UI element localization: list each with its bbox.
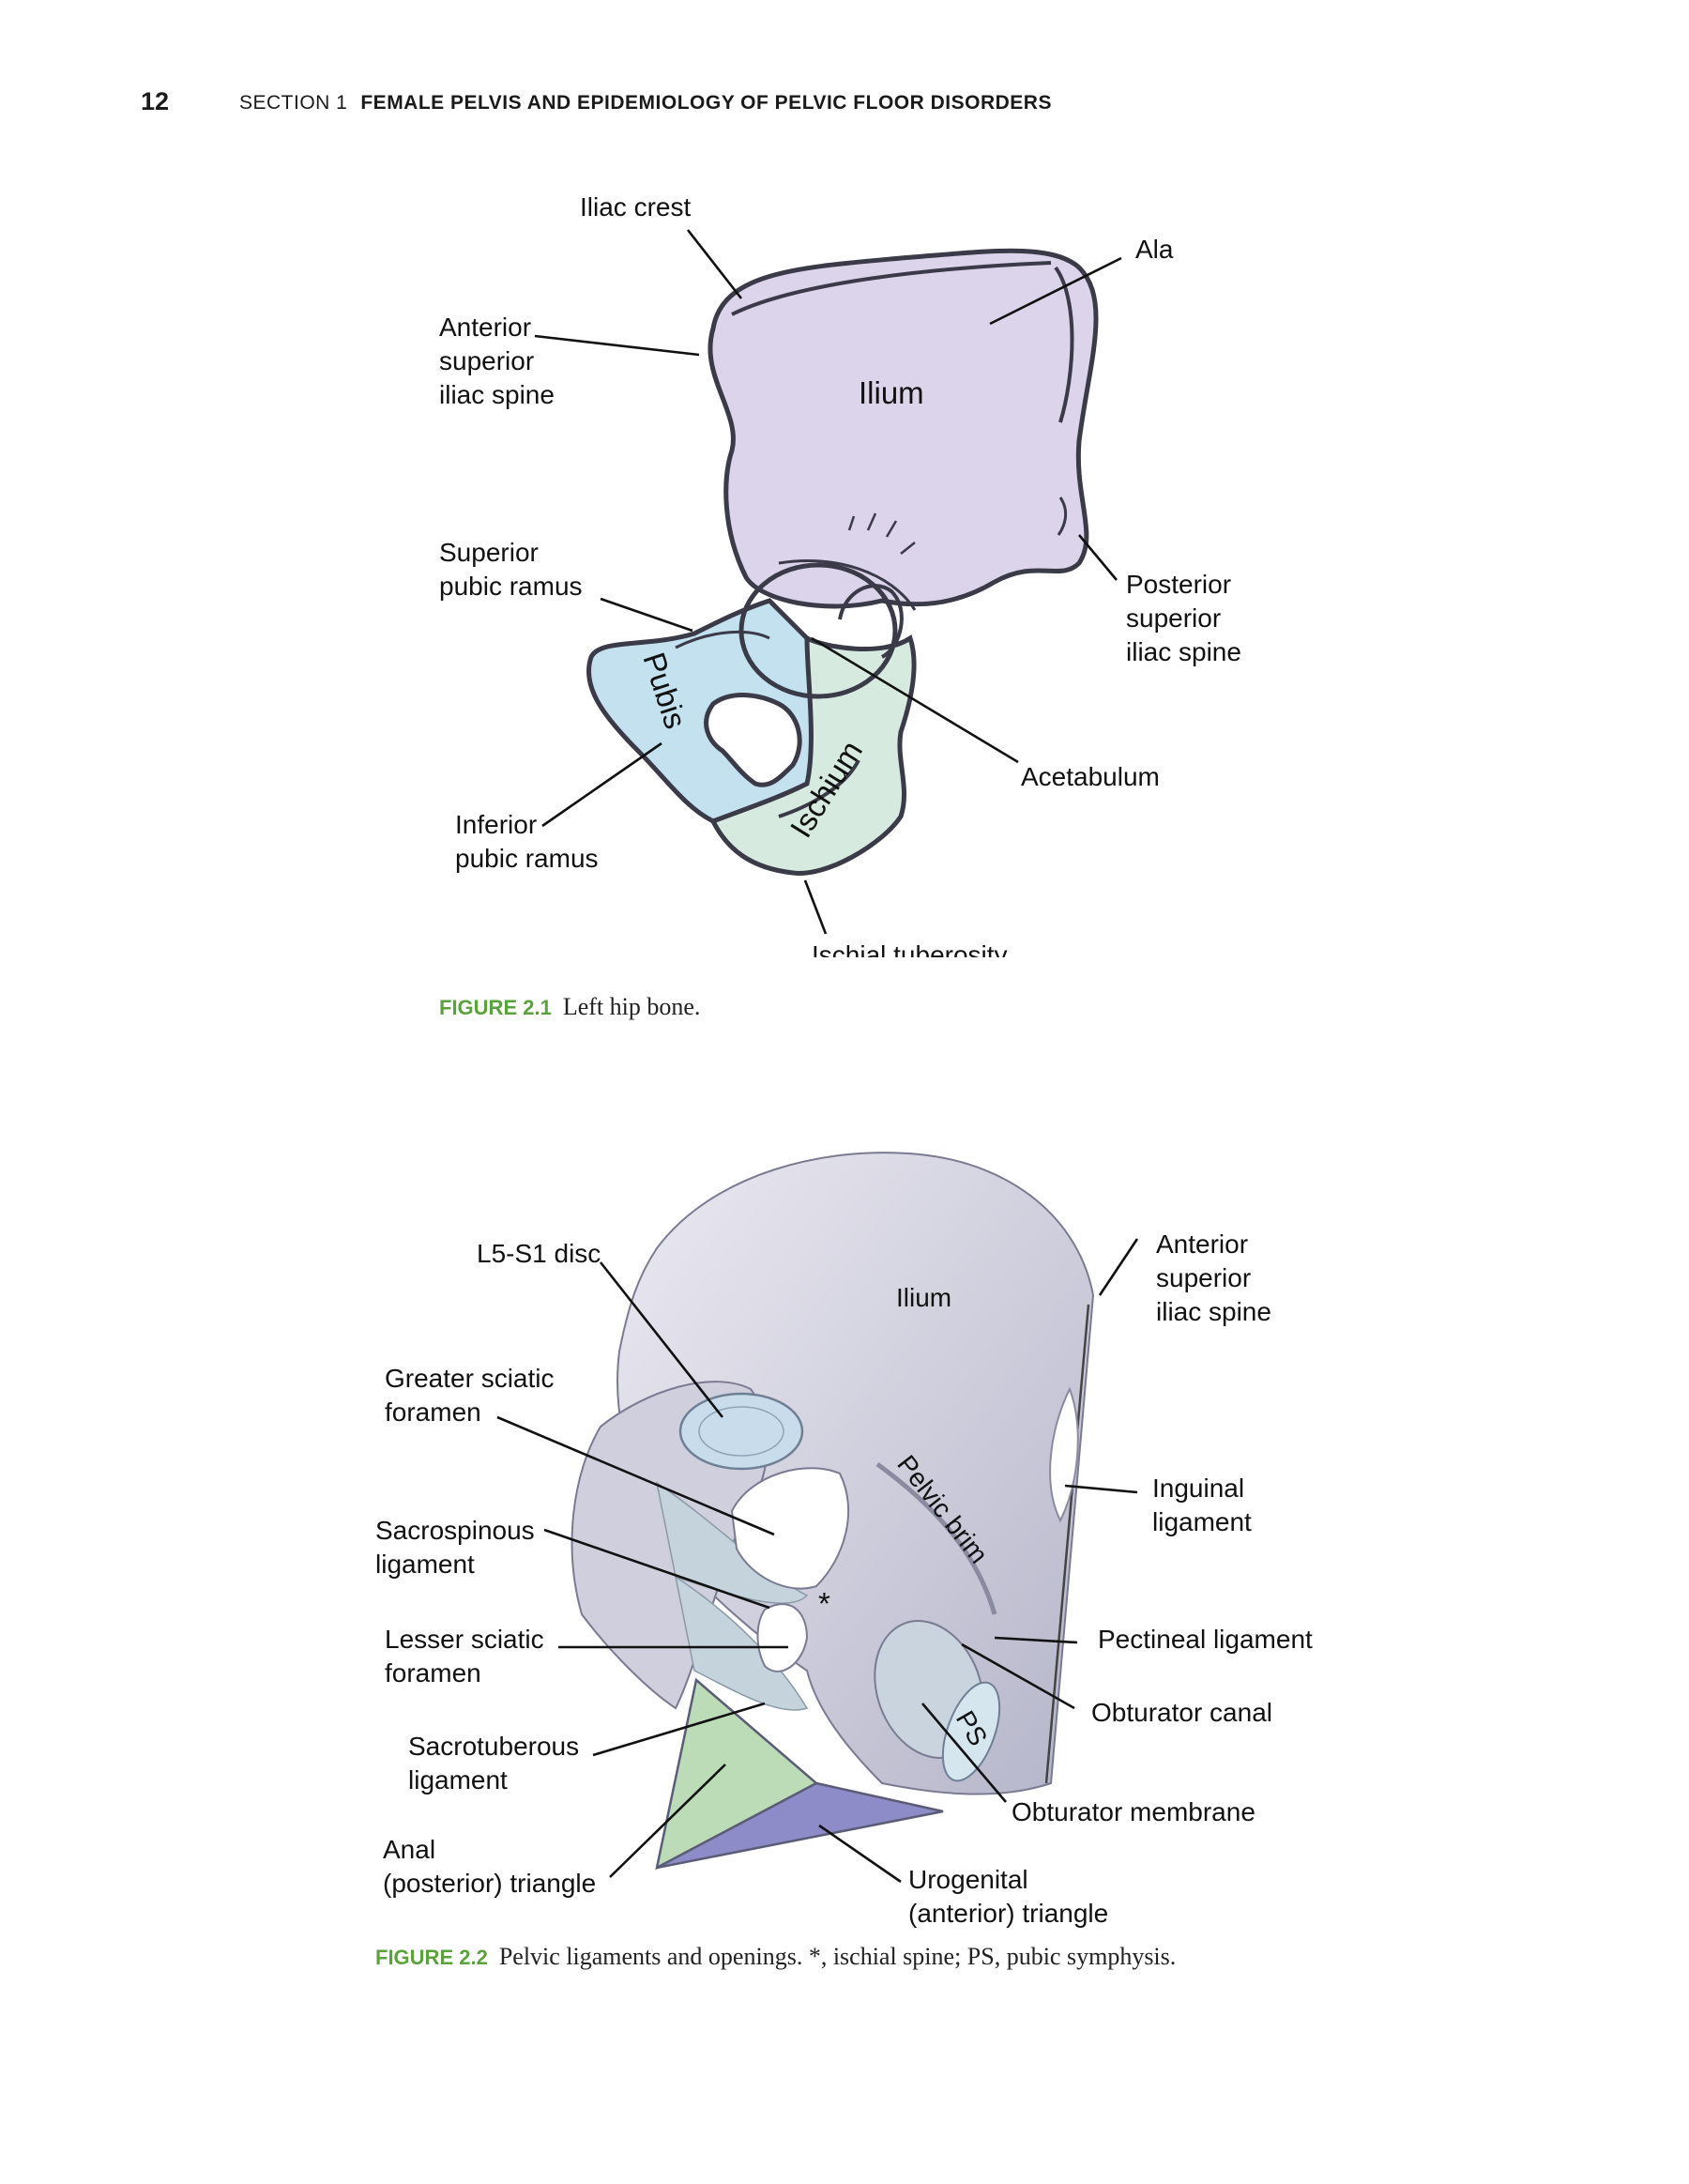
label-stl-2: ligament [408,1765,508,1795]
label-inguinal-1: Inguinal [1152,1474,1244,1503]
l5-s1-disc [678,1392,804,1471]
label-acetabulum: Acetabulum [1021,762,1160,791]
label-ilium-2: Ilium [896,1283,951,1312]
label-psis-3: iliac spine [1126,637,1241,666]
label-pectineal: Pectineal ligament [1098,1625,1313,1654]
label-asis-b: superior [1156,1263,1251,1292]
label-lsf-2: foramen [385,1658,481,1688]
urogenital-triangle [656,1781,944,1870]
label-ilium: Ilium [859,375,924,410]
label-ischial-tuberosity: Ischial tuberosity [812,940,1008,957]
label-asis-a: Anterior [1156,1229,1248,1259]
label-anal-1: Anal [383,1835,435,1864]
sacrotuberous-ligament-shape [674,1575,809,1711]
label-gsf-2: foramen [385,1397,481,1427]
label-psis-1: Posterior [1126,570,1231,599]
label-uro-1: Urogenital [908,1865,1028,1894]
pubic-symphysis [941,1681,1001,1782]
label-ssl-1: Sacrospinous [375,1516,535,1545]
section-title: FEMALE PELVIS AND EPIDEMIOLOGY OF PELVIC… [360,92,1052,114]
figure-2-1-caption: FIGURE 2.1 Left hip bone. [439,993,700,1021]
label-ipr-2: pubic ramus [455,844,599,873]
figure-2-1-left-hip-bone: Iliac crest Ala Anterior superior iliac … [439,192,1241,957]
acetabulum-rim [738,562,898,699]
caption-figure-number: FIGURE 2.1 [439,996,552,1019]
label-obturator-membrane: Obturator membrane [1012,1797,1255,1826]
label-stl-1: Sacrotuberous [408,1732,579,1761]
caption-text: Left hip bone. [562,993,701,1020]
caption-figure-number-2: FIGURE 2.2 [375,1946,488,1969]
label-l5-s1-disc: L5-S1 disc [477,1239,601,1268]
label-inguinal-2: ligament [1152,1507,1252,1536]
label-lsf-1: Lesser sciatic [385,1625,544,1654]
label-iliac-crest: Iliac crest [580,192,691,221]
label-asis-2: superior [439,346,534,375]
label-spr-2: pubic ramus [439,572,583,601]
label-obturator-canal: Obturator canal [1091,1698,1272,1727]
obturator-foramen [704,693,802,787]
label-spr-1: Superior [439,538,539,567]
label-asterisk: * [818,1586,830,1621]
greater-sciatic-foramen [730,1467,850,1590]
lesser-sciatic-foramen [756,1603,809,1672]
label-ssl-2: ligament [375,1550,475,1579]
section-label: SECTION 1 [239,92,348,114]
figure-2-2-caption: FIGURE 2.2 Pelvic ligaments and openings.… [375,1943,1176,1971]
ischium-region [709,634,917,876]
page-number: 12 [141,87,170,115]
label-ipr-1: Inferior [455,810,537,839]
running-header: SECTION 1 FEMALE PELVIS AND EPIDEMIOLOGY … [239,92,1052,115]
label-asis-c: iliac spine [1156,1297,1271,1326]
pelvic-brim [875,1461,997,1615]
caption-text-2: Pelvic ligaments and openings. *, ischia… [498,1943,1177,1970]
label-asis-3: iliac spine [439,380,555,409]
figure-2-2-pelvic-ligaments: L5-S1 disc Ilium Anterior superior iliac… [375,1152,1313,1928]
ilium-region [708,248,1099,609]
label-asis-1: Anterior [439,313,531,342]
label-ala: Ala [1135,235,1174,264]
label-psis-2: superior [1126,603,1221,633]
label-uro-2: (anterior) triangle [908,1899,1108,1928]
label-gsf-1: Greater sciatic [385,1364,555,1393]
label-anal-2: (posterior) triangle [383,1869,596,1898]
